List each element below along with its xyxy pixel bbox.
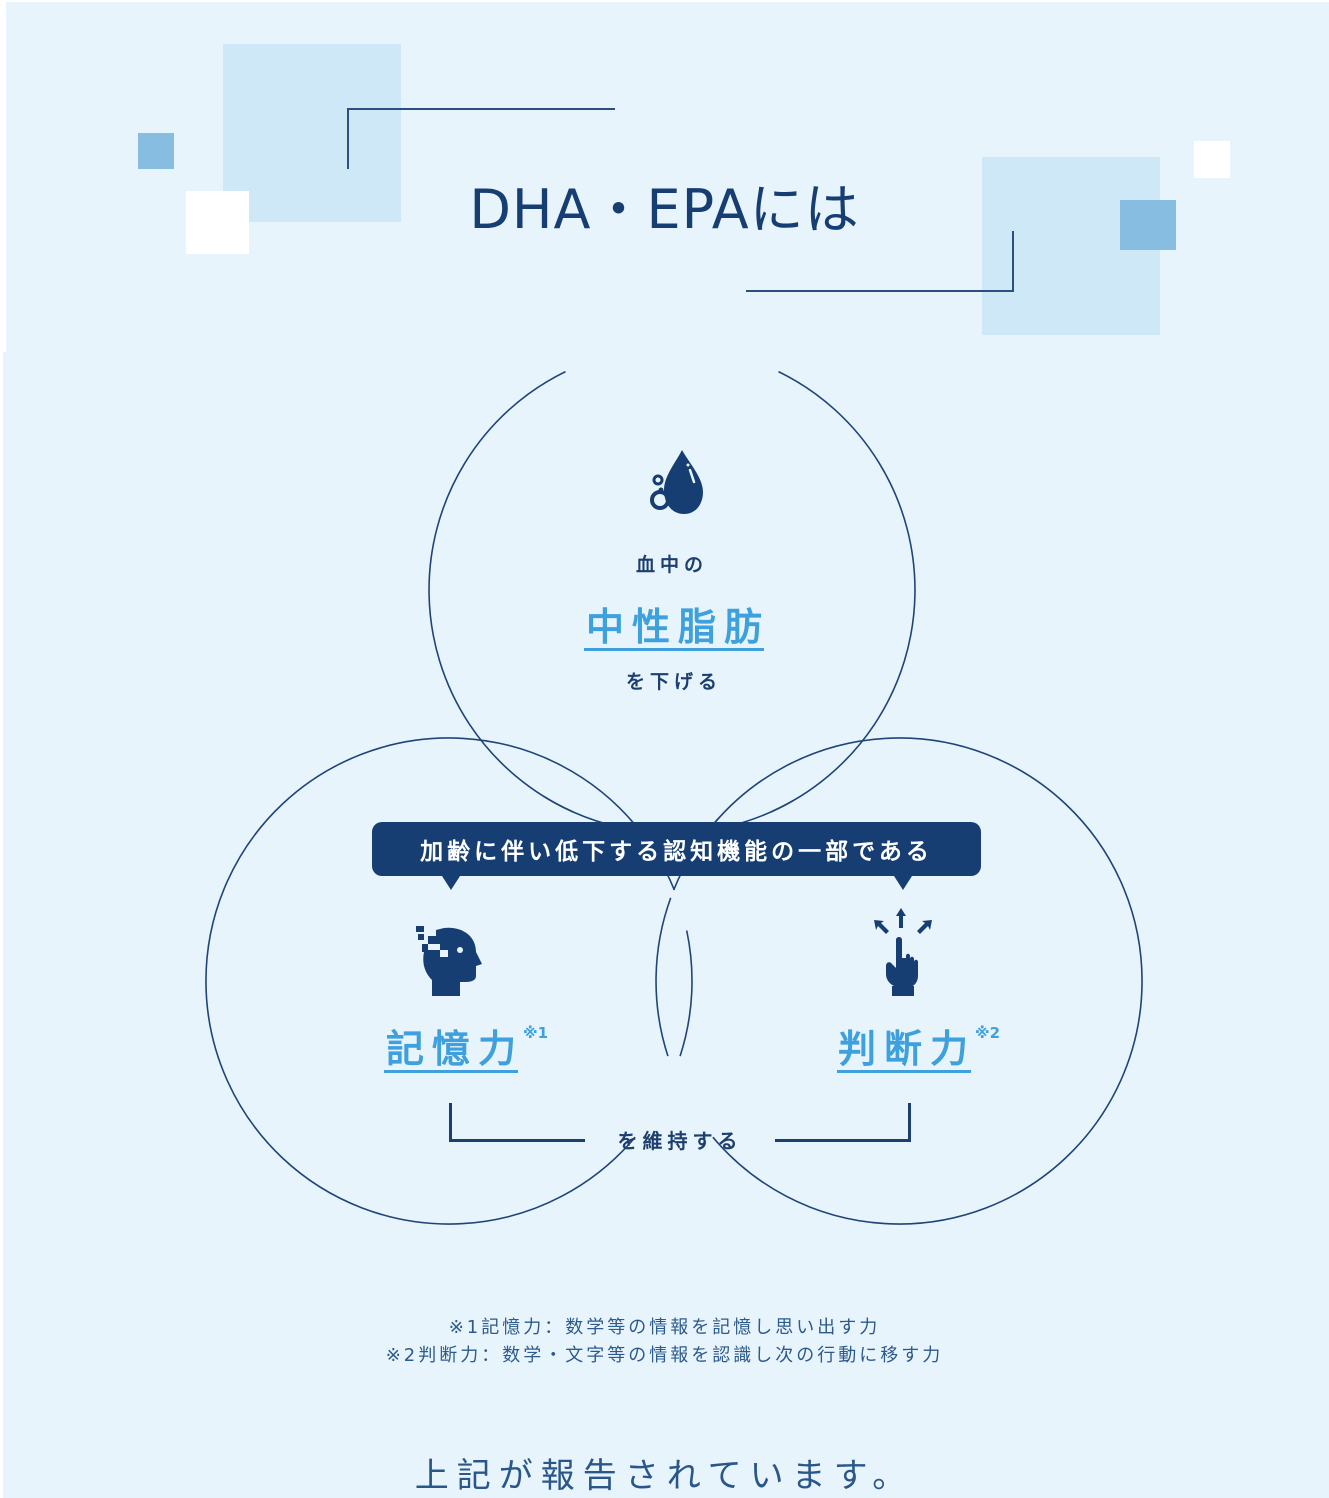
decor-square-white-right [1194,141,1230,178]
bubble-tail-left [442,876,460,890]
head-memory-icon [416,924,486,1002]
corner-line-top-v [347,108,349,169]
top-post-label: を下げる [625,671,722,693]
footnote-1: ※1記憶力：数学等の情報を記憶し思い出す力 [448,1317,881,1338]
decor-square-mid-right [1120,200,1176,250]
memory-underline [384,1070,518,1073]
judgment-note-mark: ※2 [975,1024,1001,1042]
maintain-label: を維持する [617,1129,743,1153]
footnote-2: ※2判断力：数学・文字等の情報を認識し次の行動に移す力 [385,1345,944,1366]
cognitive-function-bubble: 加齢に伴い低下する認知機能の一部である [372,822,981,876]
corner-line-top-h [347,108,615,110]
top-main-label: 中性脂肪 [585,605,770,649]
decor-square-white-left [186,191,249,254]
memory-note-mark: ※1 [523,1024,549,1042]
corner-line-bottom-h [746,290,1014,292]
bracket-left [449,1103,585,1142]
top-pre-label: 血中の [635,554,708,576]
corner-line-bottom-v [1012,231,1014,292]
background-panel-lower [3,352,1329,1498]
judgment-label: 判断力 [837,1027,976,1071]
memory-label: 記憶力 [385,1027,524,1071]
decor-square-large-left [223,44,401,222]
top-main-underline [584,648,764,651]
judgment-underline [837,1070,971,1073]
bubble-tail-right [894,876,912,890]
footer-text: 上記が報告されています。 [414,1456,915,1496]
pointing-hand-arrows-icon [872,906,934,1002]
decor-square-small-left [138,133,174,169]
water-drop-icon [646,448,706,522]
bracket-right [775,1103,911,1142]
page-title: DHA・EPAには [469,178,860,241]
